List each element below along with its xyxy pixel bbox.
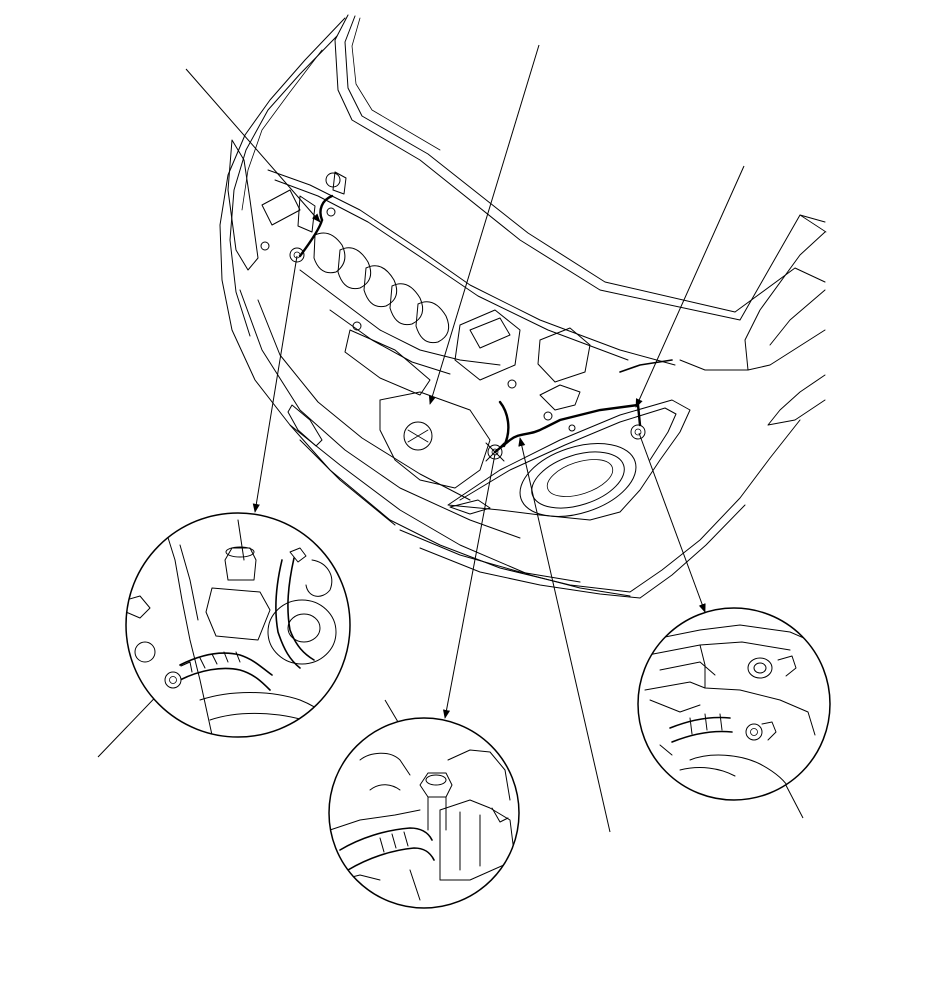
engine-compartment	[261, 170, 675, 461]
headlight-bolt	[631, 425, 645, 439]
right-fender	[680, 232, 825, 425]
front-bumper	[288, 405, 800, 598]
leader-top-right	[636, 166, 744, 408]
body-outline	[220, 18, 630, 596]
headlight-assembly	[448, 400, 690, 530]
vehicle-front-illustration	[220, 15, 826, 598]
leader-to-detail-right	[639, 433, 706, 613]
leader-to-detail-left	[252, 256, 297, 513]
detail-right-headlight-bolt	[638, 608, 830, 800]
leader-top-center	[428, 45, 539, 405]
battery	[455, 310, 520, 380]
grille	[380, 392, 490, 488]
leader-to-detail-center	[442, 454, 495, 719]
ground-bolt-left	[290, 248, 304, 262]
detail-right-bolt	[746, 724, 762, 740]
leader-top-left	[186, 69, 321, 223]
leader-bottom-harness	[518, 437, 610, 832]
detail-left-ground	[126, 513, 350, 737]
detail-left-bolt	[165, 672, 181, 688]
wiring-harness	[300, 196, 672, 452]
detail-center-bolt	[329, 718, 519, 908]
hood	[335, 15, 826, 320]
